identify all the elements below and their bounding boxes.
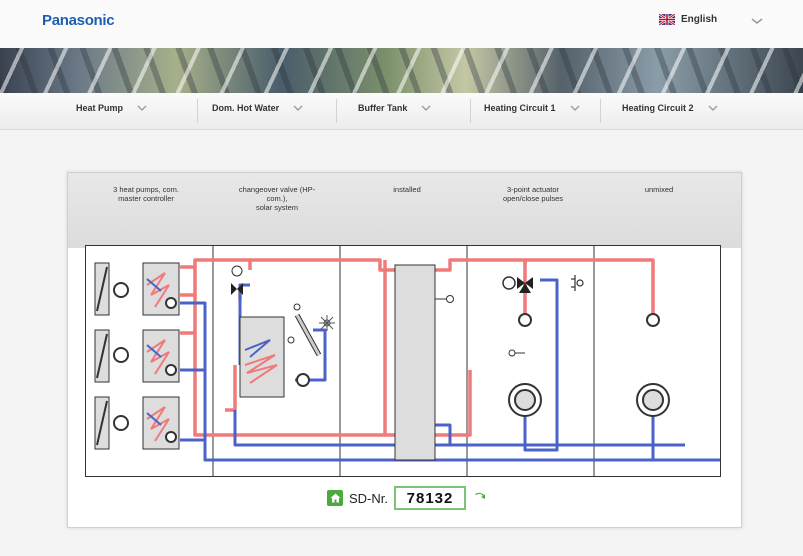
nav-heat-pump[interactable]: Heat Pump [76, 103, 147, 113]
nav-divider [197, 99, 198, 123]
dhw-solar-section [231, 265, 335, 398]
mixing-valve-icon [517, 277, 533, 293]
heat-pump-units [94, 262, 180, 450]
nav-item-label: Dom. Hot Water [212, 103, 280, 113]
nav-item-label: Heating Circuit 1 [484, 103, 556, 113]
nav-divider [336, 99, 337, 123]
home-icon [330, 493, 340, 503]
pump-icon [296, 373, 310, 387]
pump-icon [113, 347, 129, 363]
chevron-down-icon [293, 105, 303, 111]
column-label-line: 3 heat pumps, com. [113, 185, 179, 194]
buffer-tank [394, 264, 436, 461]
language-selector[interactable]: English [659, 14, 717, 25]
chevron-down-icon[interactable] [750, 16, 764, 26]
nav-dom-hot-water[interactable]: Dom. Hot Water [212, 103, 303, 113]
supply-pipes [180, 258, 655, 437]
home-button[interactable] [327, 490, 343, 506]
nav-item-label: Heating Circuit 2 [622, 103, 694, 113]
sensor-icon [287, 336, 295, 344]
sd-number-row: SD-Nr. 78132 [327, 486, 486, 510]
main-nav: Heat Pump Dom. Hot Water Buffer Tank Hea… [0, 93, 803, 130]
valve-motor-icon [231, 265, 243, 277]
nav-item-label: Buffer Tank [358, 103, 408, 113]
pump-icon [518, 313, 532, 327]
nav-divider [470, 99, 471, 123]
buffer-tank-section [394, 264, 454, 461]
column-label-line: changeover valve (HP- [238, 185, 316, 194]
header-banner-image [0, 48, 803, 93]
actuator-motor-icon [502, 276, 516, 290]
thermostat-icon [571, 275, 584, 291]
sensor-icon [293, 303, 301, 311]
nav-heating-circuit-1[interactable]: Heating Circuit 1 [484, 103, 580, 113]
heating-circuit-2-section [636, 313, 670, 417]
uk-flag-icon [659, 14, 675, 25]
column-label-line: open/close pulses [502, 194, 564, 203]
column-label-heat-pumps: 3 heat pumps, com. master controller [86, 185, 206, 203]
sun-icon [319, 315, 335, 331]
pump-icon [113, 415, 129, 431]
refresh-icon[interactable] [474, 492, 486, 504]
column-label-hot-water: changeover valve (HP- com.), solar syste… [214, 185, 340, 212]
column-label-line: com.), [266, 194, 288, 203]
chevron-down-icon [570, 105, 579, 111]
pump-icon [113, 282, 129, 298]
chevron-down-icon [708, 105, 717, 111]
heating-circuit-1-section [502, 275, 584, 417]
chevron-down-icon [137, 105, 147, 111]
column-label-line: master controller [118, 194, 174, 203]
column-header-area: 3 heat pumps, com. master controller cha… [68, 173, 741, 248]
column-label-line: solar system [255, 203, 299, 212]
hydraulic-schematic [85, 245, 721, 477]
chevron-down-icon [421, 105, 431, 111]
sd-number-field[interactable]: 78132 [394, 486, 466, 510]
nav-heating-circuit-2[interactable]: Heating Circuit 2 [622, 103, 718, 113]
pump-icon [646, 313, 660, 327]
nav-buffer-tank[interactable]: Buffer Tank [358, 103, 431, 113]
top-bar: Panasonic English [0, 0, 803, 48]
column-label-line: installed [393, 185, 421, 194]
nav-divider [600, 99, 601, 123]
column-label-heating-circuit-2: unmixed [596, 185, 722, 194]
return-pipes [180, 278, 720, 462]
language-label: English [681, 14, 718, 25]
sd-number-label: SD-Nr. [349, 490, 388, 506]
brand-logo: Panasonic [42, 12, 115, 29]
hot-water-tank [239, 316, 285, 398]
sensor-icon [446, 295, 454, 303]
column-label-heating-circuit-1: 3-point actuator open/close pulses [470, 185, 596, 203]
column-label-buffer-tank: installed [344, 185, 470, 194]
nav-item-label: Heat Pump [76, 103, 124, 113]
column-label-line: unmixed [644, 185, 674, 194]
column-label-line: 3-point actuator [506, 185, 560, 194]
sensor-icon [508, 349, 516, 357]
changeover-valve-icon [231, 283, 243, 295]
